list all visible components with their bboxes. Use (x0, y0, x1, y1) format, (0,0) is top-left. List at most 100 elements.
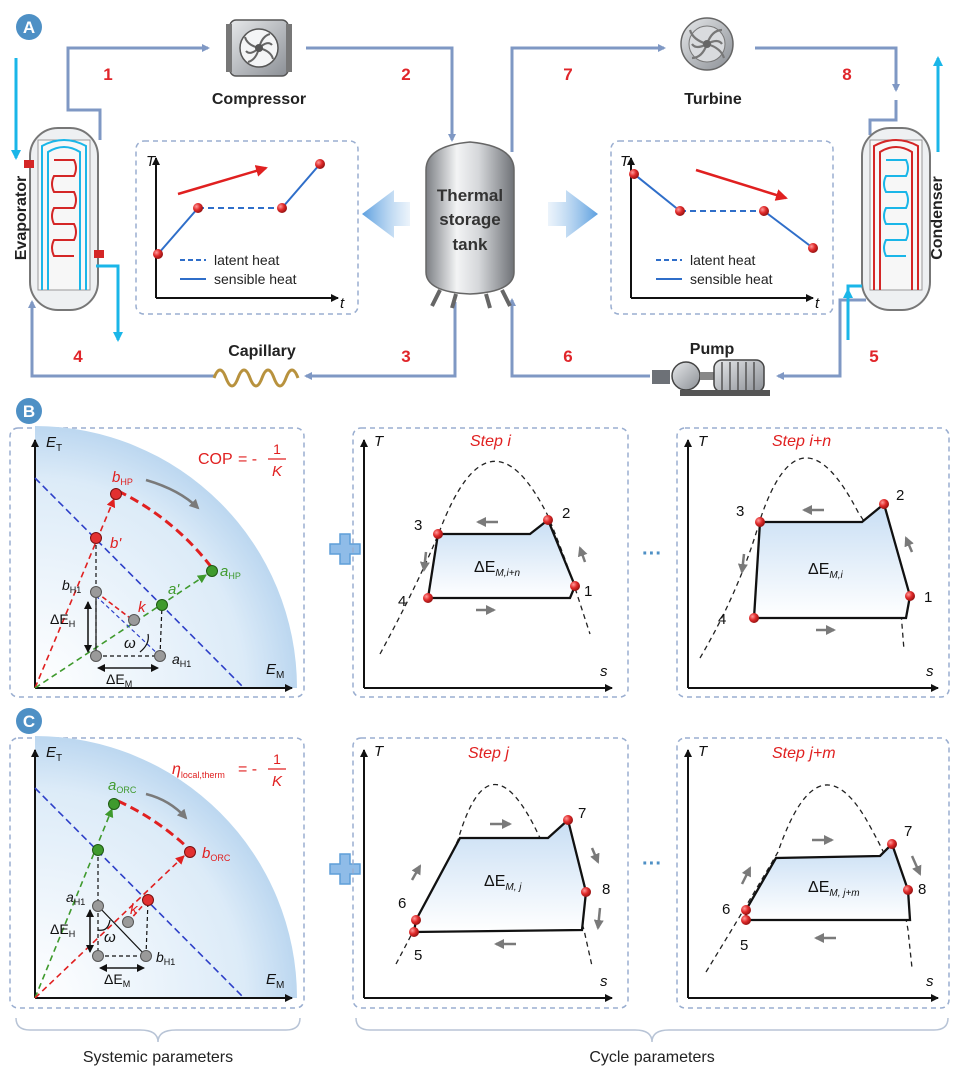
pipe-5 (776, 298, 866, 380)
capillary-icon (212, 368, 300, 388)
c-right-state-7: 7 (904, 823, 912, 840)
cycle-diagram-b-right: T s Step i+n 1 2 3 4 ΔEM,i (676, 427, 950, 698)
b-right-state-3: 3 (736, 503, 744, 520)
b-left-state-2: 2 (562, 505, 570, 522)
b-right-step-title: Step i+n (772, 433, 831, 450)
b-plus-icon (329, 533, 361, 565)
b-cop-den: K (272, 463, 283, 480)
c-right-area-label: ΔEM, j+m (808, 879, 860, 899)
b-right-x-label: s (926, 663, 934, 680)
footer-left-brace (15, 1017, 301, 1043)
c-left-state-8: 8 (602, 881, 610, 898)
c-delta-em: ΔEM (104, 971, 130, 989)
panel-badge-c: C (16, 708, 42, 734)
evaporator-icon (24, 127, 104, 311)
thermal-storage-tank-icon (425, 141, 515, 309)
state-numbers-a: 1 2 3 4 5 6 7 8 (73, 65, 878, 366)
panel-badge-a: A (16, 14, 42, 40)
panel-label-c: C (23, 712, 35, 731)
pump-icon (652, 359, 770, 396)
b-point-a-hp: aHP (220, 563, 241, 581)
b-point-a-prime: a' (168, 581, 180, 598)
cycle-diagram-b-left: T s Step i 1 2 3 4 ΔEM,i+n (352, 427, 629, 698)
pipe-8-condenser-feed (868, 100, 898, 135)
b-right-state-1: 1 (924, 589, 932, 606)
b-cop-formula: COP = - 1 K (198, 441, 286, 480)
b-right-state-4: 4 (718, 611, 726, 628)
mini-chart-right-legend-latent: latent heat (690, 252, 755, 268)
panel-label-b: B (23, 402, 35, 421)
b-left-y-label: T (374, 433, 385, 450)
b-cop-num: 1 (273, 441, 281, 457)
footer-systemic-parameters: Systemic parameters (83, 1049, 233, 1066)
tank-label-line-3: tank (453, 235, 489, 254)
pump-label: Pump (690, 341, 735, 358)
section-a: A 1 2 3 4 5 6 7 8 (11, 14, 946, 396)
section-c: C ET EM (9, 708, 950, 1009)
c-angle-omega: ω (104, 929, 116, 946)
turbine-icon (680, 17, 734, 71)
pipe-2 (306, 46, 456, 142)
c-point-a-orc: aORC (108, 777, 137, 795)
c-left-state-7: 7 (578, 805, 586, 822)
c-eff-lhs: ηlocal,therm (172, 761, 225, 780)
mini-chart-right-legend-sensible: sensible heat (690, 271, 773, 287)
section-b: B ET EM (9, 398, 950, 698)
c-eff-eq: = - (238, 761, 257, 778)
b-delta-eh: ΔEH (50, 611, 75, 629)
mini-chart-right-y-label: T (620, 153, 631, 170)
heat-flow-right-arrow (548, 190, 598, 238)
evaporator-label: Evaporator (13, 176, 30, 260)
compressor-label: Compressor (212, 91, 306, 108)
b-point-b-prime: b' (110, 535, 122, 552)
compressor-icon (226, 19, 292, 77)
pipe-4 (28, 300, 214, 378)
c-right-state-6: 6 (722, 901, 730, 918)
c-left-state-5: 5 (414, 947, 422, 964)
panel-badge-b: B (16, 398, 42, 424)
c-right-state-8: 8 (918, 881, 926, 898)
b-point-b-h1: bH1 (62, 577, 81, 595)
pipe-network (28, 44, 900, 380)
c-point-b-h1: bH1 (156, 949, 175, 967)
b-right-area-label: ΔEM,i (808, 561, 843, 581)
mini-chart-charging: T t latent heat sensible heat (135, 140, 359, 315)
b-right-state-2: 2 (896, 487, 904, 504)
pipe-6 (508, 298, 650, 378)
cycle-diagram-c-right: T s Step j+m 5 6 7 8 ΔEM, j+m (676, 737, 950, 1009)
c-axis-y-label: ET (46, 744, 62, 764)
mini-chart-right-x-label: t (815, 295, 820, 312)
c-delta-eh: ΔEH (50, 921, 75, 939)
energy-diagram-b: ET EM bHP b (9, 426, 305, 698)
evaporator-outlet-arrow (96, 264, 123, 342)
b-left-state-1: 1 (584, 583, 592, 600)
condenser-label: Condenser (929, 176, 946, 260)
c-eff-num: 1 (273, 751, 281, 767)
b-cop-eq: = - (238, 451, 257, 468)
c-right-step-title: Step j+m (772, 745, 836, 762)
b-point-k: k (138, 599, 147, 616)
c-left-step-title: Step j (468, 745, 509, 762)
tank-label: Thermal storage tank (437, 186, 503, 254)
c-axis-x-label: EM (266, 971, 284, 991)
c-right-state-5: 5 (740, 937, 748, 954)
footer-right-brace (355, 1017, 949, 1043)
state-7: 7 (563, 65, 572, 84)
c-ellipsis: ··· (642, 853, 662, 875)
heat-flow-left-arrow (362, 190, 410, 238)
energy-diagram-c: ET EM aORC bORC (9, 736, 305, 1009)
b-left-state-4: 4 (398, 593, 406, 610)
b-point-b-hp: bHP (112, 469, 133, 487)
cycle-diagram-c-left: T s Step j 5 6 7 8 ΔEM, j (352, 737, 629, 1009)
pipe-8 (755, 46, 900, 92)
c-right-y-label: T (698, 743, 709, 760)
c-efficiency-formula: ηlocal,therm = - 1 K (172, 751, 286, 790)
b-left-state-3: 3 (414, 517, 422, 534)
b-left-step-title: Step i (470, 433, 511, 450)
c-point-k: k (130, 901, 139, 918)
mini-chart-left-y-label: T (146, 153, 157, 170)
b-axis-y-label: ET (46, 434, 62, 454)
pipe-3 (304, 302, 457, 380)
state-8: 8 (842, 65, 851, 84)
